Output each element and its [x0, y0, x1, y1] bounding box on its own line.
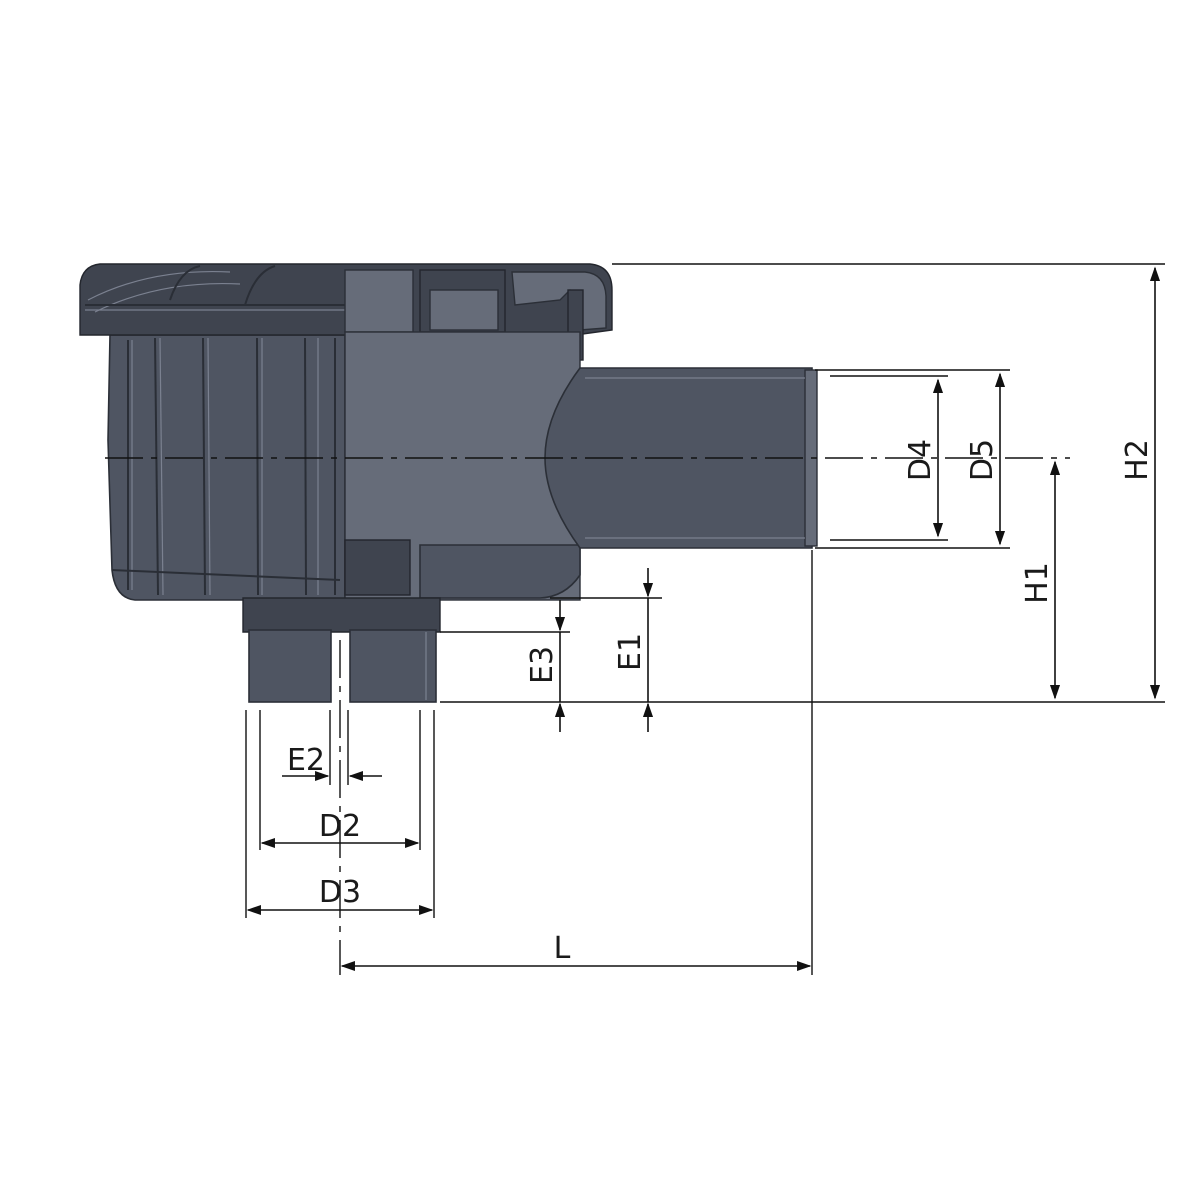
dimension-lines: [246, 266, 1161, 972]
label-h1: H1: [1020, 562, 1055, 604]
label-h2: H2: [1120, 439, 1155, 481]
label-e3: E3: [525, 646, 560, 684]
label-d2: D2: [319, 809, 361, 844]
housing-ribs: [111, 337, 341, 596]
filter-housing: [79, 263, 818, 703]
label-l: L: [554, 931, 571, 966]
bottom-port-left: [248, 629, 332, 703]
housing-body: [107, 334, 346, 601]
label-e1: E1: [613, 633, 648, 671]
bottom-flange: [242, 597, 441, 633]
label-d3: D3: [319, 875, 361, 910]
dimension-labels: H2 H1 D5 D4 E1 E3 E2 D2 D3 L: [287, 439, 1155, 966]
extension-lines: [245, 263, 1165, 975]
lid-details: [85, 265, 607, 361]
label-d5: D5: [965, 439, 1000, 481]
bottom-port-right: [349, 629, 437, 703]
label-e2: E2: [287, 743, 325, 778]
label-d4: D4: [903, 439, 938, 481]
